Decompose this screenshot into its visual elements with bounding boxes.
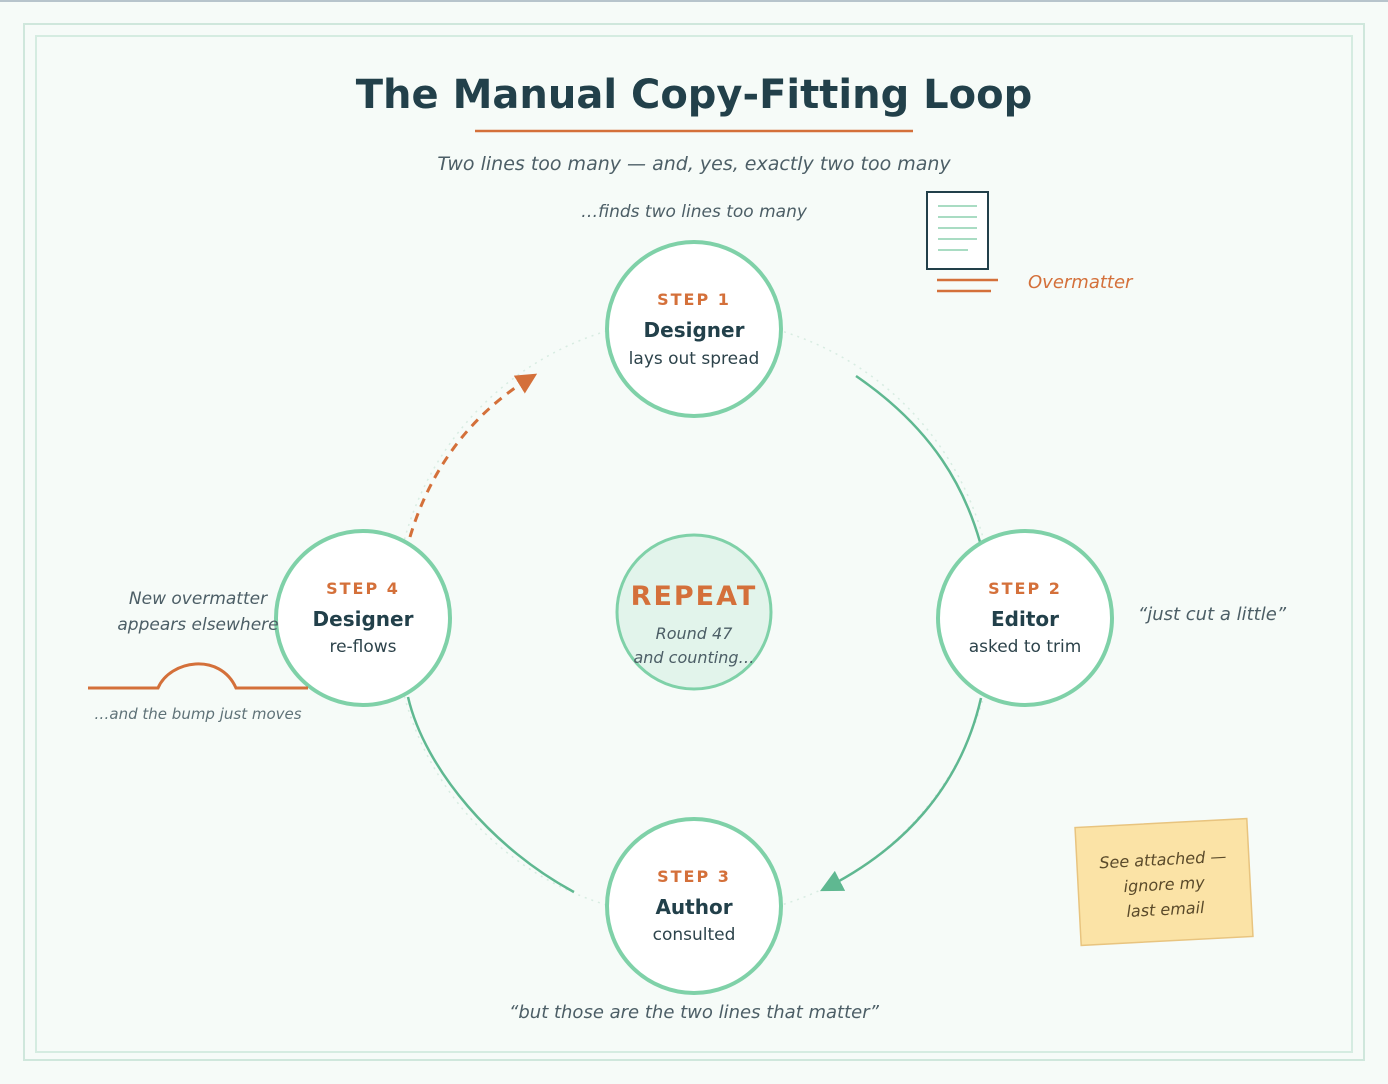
- step-2-node: STEP 2 Editor asked to trim: [936, 529, 1114, 707]
- sticky-note-line-2: ignore my: [1123, 873, 1206, 896]
- step-2-action: asked to trim: [969, 637, 1082, 657]
- step-1-node: STEP 1 Designer lays out spread: [605, 240, 783, 418]
- sticky-note-paper: [1074, 817, 1254, 947]
- annotation-top: …finds two lines too many: [581, 202, 808, 222]
- step-1-circle: [605, 240, 783, 418]
- document-icon: [926, 191, 989, 270]
- arrow-step2-to-step3: [819, 697, 983, 892]
- step-1-action: lays out spread: [629, 349, 760, 369]
- arrow-step3-to-step4: [406, 696, 575, 894]
- center-line-2: and counting…: [633, 648, 754, 667]
- page-title: The Manual Copy-Fitting Loop: [356, 72, 1032, 118]
- bump-line: [88, 662, 308, 690]
- step-2-kicker: STEP 2: [988, 579, 1062, 598]
- step-3-kicker: STEP 3: [657, 867, 731, 886]
- step-4-kicker: STEP 4: [326, 579, 400, 598]
- outer-frame: [23, 23, 1365, 1061]
- bump-caption: …and the bump just moves: [94, 705, 301, 723]
- step-3-action: consulted: [653, 925, 736, 945]
- center-label: REPEAT: [631, 581, 758, 612]
- step-1-role: Designer: [644, 318, 745, 342]
- sticky-note-line-3: last email: [1126, 898, 1206, 921]
- annotation-left-line-2: appears elsewhere: [117, 615, 278, 635]
- step-4-action: re-flows: [329, 637, 396, 657]
- step-4-node: STEP 4 Designer re-flows: [274, 529, 452, 707]
- annotation-right: “just cut a little”: [1138, 604, 1287, 625]
- step-3-node: STEP 3 Author consulted: [605, 817, 783, 995]
- step-2-circle: [936, 529, 1114, 707]
- step-1-kicker: STEP 1: [657, 290, 731, 309]
- page-subtitle: Two lines too many — and, yes, exactly t…: [437, 153, 951, 175]
- step-4-circle: [274, 529, 452, 707]
- step-2-role: Editor: [991, 607, 1059, 631]
- step-3-role: Author: [655, 895, 732, 919]
- step-3-circle: [605, 817, 783, 995]
- step-4-role: Designer: [313, 607, 414, 631]
- inner-frame: [35, 35, 1353, 1053]
- overmatter-label: Overmatter: [1028, 272, 1134, 293]
- center-circle: [615, 533, 773, 691]
- center-repeat-node: REPEAT Round 47 and counting…: [615, 533, 773, 691]
- annotation-left-line-1: New overmatter: [129, 589, 268, 609]
- center-line-1: Round 47: [656, 624, 734, 643]
- annotation-bottom: “but those are the two lines that matter…: [509, 1002, 880, 1023]
- arrow-step4-to-step1: [408, 373, 538, 538]
- arrow-step1-to-step2: [855, 374, 982, 543]
- sticky-note: See attached — ignore my last email: [1074, 817, 1254, 947]
